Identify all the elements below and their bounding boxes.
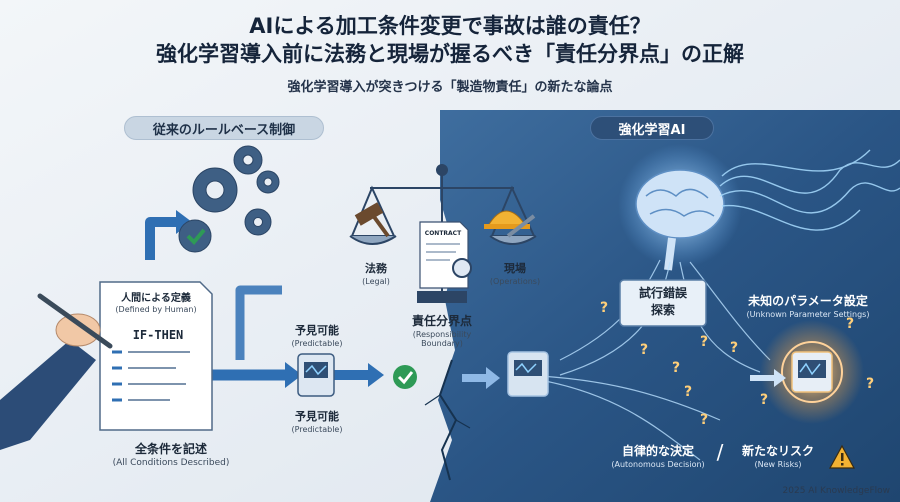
rule-based-heading: 従来のルールベース制御 bbox=[124, 116, 324, 140]
machine-icon bbox=[791, 351, 833, 393]
document-icon bbox=[99, 281, 213, 431]
autonomous-decision-label: 自律的な決定 (Autonomous Decision) bbox=[611, 444, 705, 469]
new-risks-label: 新たなリスク (New Risks) bbox=[741, 444, 814, 469]
human-defined-label: 人間による定義 (Defined by Human) bbox=[115, 293, 197, 314]
pen-hand-icon bbox=[0, 293, 113, 450]
subtitle: 強化学習導入が突きつける「製造物責任」の新たな論点 bbox=[287, 80, 613, 95]
title-line-2: 強化学習導入前に法務と現場が握るべき「責任分界点」の正解 bbox=[156, 42, 744, 66]
hardhat-icon bbox=[484, 210, 530, 229]
trial-box bbox=[619, 279, 707, 327]
slash-separator: / bbox=[716, 440, 724, 464]
svg-text:?: ? bbox=[600, 300, 608, 316]
operations-label: 現場 (Operations) bbox=[489, 262, 541, 286]
if-then-label: IF-THEN bbox=[132, 328, 184, 342]
svg-text:?: ? bbox=[846, 316, 854, 332]
contract-label: CONTRACT bbox=[424, 230, 462, 237]
check-icon bbox=[393, 365, 417, 389]
svg-text:?: ? bbox=[672, 360, 680, 376]
wrench-icon bbox=[506, 214, 536, 238]
machine-icon bbox=[297, 353, 335, 397]
trial-search-label: 試行錯誤 探索 bbox=[638, 286, 687, 317]
responsibility-boundary-label: 責任分界点 (Responsibility Boundary) bbox=[411, 314, 472, 348]
svg-text:?: ? bbox=[684, 384, 692, 400]
contract-icon bbox=[419, 221, 472, 289]
title-line-1: AIによる加工条件変更で事故は誰の責任？ bbox=[249, 14, 651, 38]
svg-text:?: ? bbox=[730, 340, 738, 356]
question-icon: ? ? ? ? ? ? ? ? ? ? bbox=[600, 300, 874, 428]
gavel-icon bbox=[354, 202, 390, 238]
check-icon bbox=[186, 228, 206, 245]
gear-icon bbox=[178, 145, 280, 253]
warning-icon bbox=[828, 444, 856, 469]
svg-text:?: ? bbox=[700, 412, 708, 428]
all-conditions-label: 全条件を記述 (All Conditions Described) bbox=[112, 442, 230, 468]
predictable-top-label: 予見可能 (Predictable) bbox=[291, 324, 343, 348]
brain-icon bbox=[635, 169, 725, 271]
svg-text:?: ? bbox=[760, 392, 768, 408]
legal-label: 法務 (Legal) bbox=[362, 262, 390, 286]
machine-icon bbox=[507, 351, 549, 397]
footer-credit: 2025 AI KnowledgeFlow bbox=[782, 486, 890, 496]
scale-icon bbox=[349, 164, 537, 303]
svg-text:?: ? bbox=[700, 334, 708, 350]
rl-ai-heading: 強化学習AI bbox=[590, 116, 714, 140]
predictable-bottom-label: 予見可能 (Predictable) bbox=[291, 410, 343, 434]
svg-text:?: ? bbox=[640, 342, 648, 358]
svg-text:?: ? bbox=[866, 376, 874, 392]
unknown-params-label: 未知のパラメータ設定 (Unknown Parameter Settings) bbox=[746, 294, 870, 319]
